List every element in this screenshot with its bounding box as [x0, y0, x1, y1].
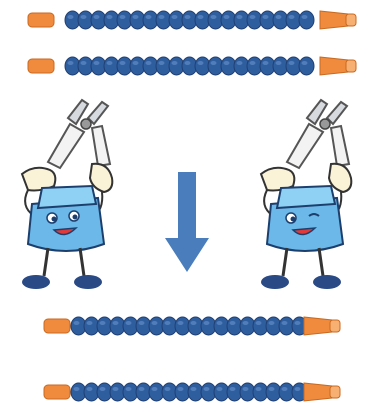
- top-hose-1: [28, 11, 356, 29]
- bottom-hose-2: [44, 383, 340, 401]
- down-arrow-icon: [165, 172, 209, 272]
- right-mascot-icon: [239, 94, 374, 304]
- right-pliers-icon: [287, 100, 349, 168]
- top-hose-2: [28, 57, 356, 75]
- left-pliers-icon: [48, 100, 110, 168]
- left-mascot-icon: [0, 94, 135, 304]
- bottom-hose-1: [44, 317, 340, 335]
